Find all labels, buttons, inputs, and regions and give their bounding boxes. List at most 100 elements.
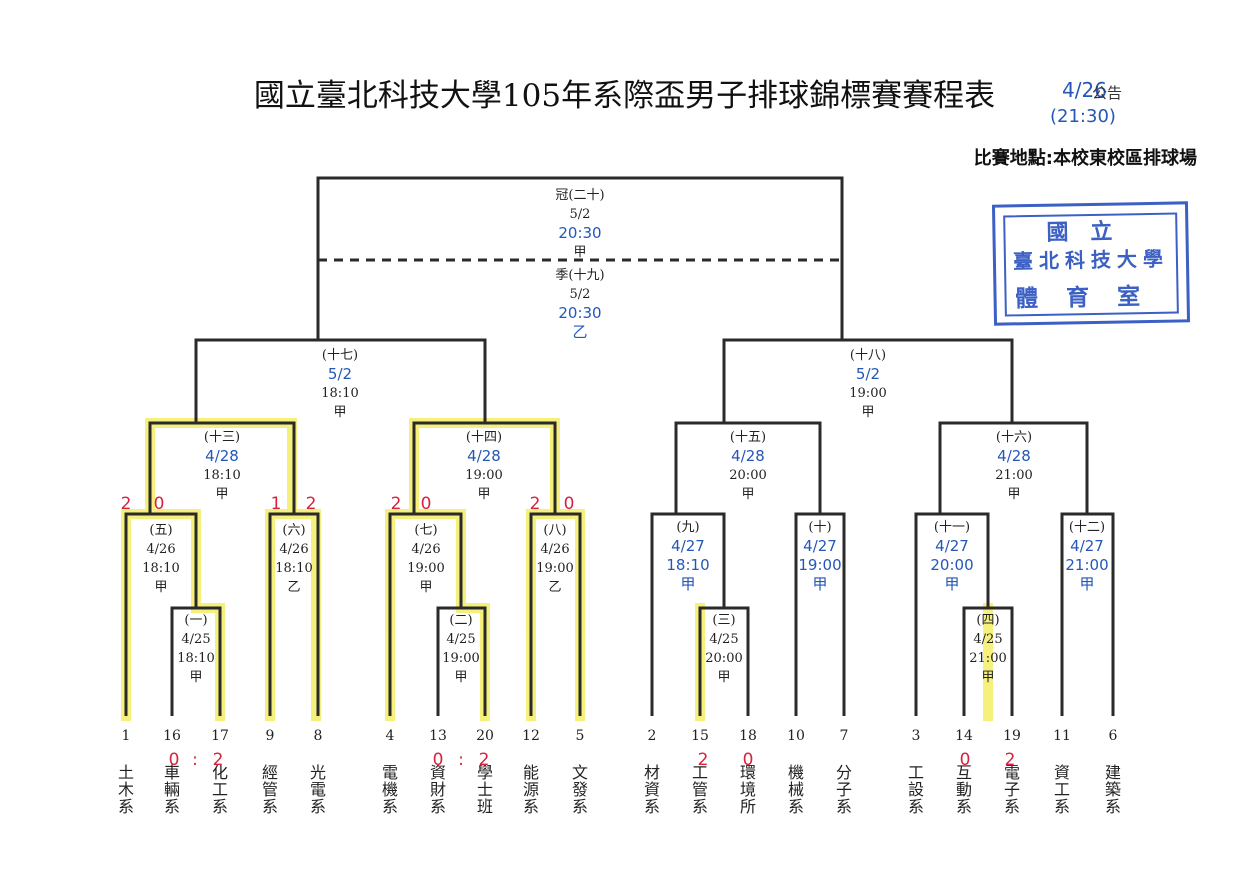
team-seed: 11 (1053, 728, 1071, 744)
match-time: 19:00 (407, 561, 445, 576)
match-time: 20:00 (930, 556, 974, 574)
match-number: (四) (976, 613, 1000, 628)
score-mark: 1 (270, 494, 282, 514)
match-date: 4/27 (1070, 537, 1104, 555)
match-date: 4/26 (279, 542, 309, 557)
team-name: 建築系 (1102, 764, 1121, 815)
team-seed: 9 (265, 728, 275, 744)
match-court: 甲 (861, 405, 875, 420)
match-court: 甲 (573, 245, 587, 260)
match-time: 18:10 (142, 561, 180, 576)
score-mark: 0 (432, 750, 444, 770)
team-name: 資財系 (427, 764, 446, 815)
match-17: (十七) 5/2 18:10 甲 (321, 346, 358, 422)
match-date: 4/25 (973, 632, 1003, 647)
match-date: 4/26 (146, 542, 176, 557)
match-court: 甲 (680, 575, 696, 593)
score-mark: 2 (697, 750, 709, 770)
match-time: 19:00 (798, 556, 842, 574)
team-seed: 16 (163, 728, 181, 744)
match-4: (四) 4/25 21:00 甲 (969, 611, 1006, 687)
team-seed: 2 (647, 728, 657, 744)
match-time: 20:30 (558, 224, 602, 242)
match-court: 甲 (944, 575, 960, 593)
match-date: 4/27 (671, 537, 705, 555)
team-name: 文發系 (569, 764, 588, 815)
match-date: 5/2 (569, 287, 591, 302)
team-seed: 12 (522, 728, 540, 744)
match-number: (十五) (729, 430, 767, 445)
team-name: 車輛系 (161, 764, 180, 815)
match-court: 甲 (981, 670, 995, 685)
announce-label: 公告 (1092, 84, 1123, 102)
team-seed: 20 (476, 728, 494, 744)
team-seed: 15 (691, 728, 709, 744)
score-mark: 2 (120, 494, 132, 514)
bracket-line-11 (914, 512, 990, 716)
match-court: 甲 (215, 487, 229, 502)
match-court: 乙 (548, 580, 562, 595)
team-seed: 14 (955, 728, 973, 744)
match-date: 4/28 (205, 447, 239, 465)
team-name: 化工系 (209, 764, 228, 815)
team-seed: 5 (575, 728, 585, 744)
team-name: 資工系 (1051, 764, 1070, 815)
team-name: 材資系 (641, 764, 660, 815)
bracket-line-18 (722, 338, 1014, 423)
match-court: 甲 (812, 575, 828, 593)
bracket-line-5 (124, 512, 198, 716)
match-number: 季(十九) (555, 268, 605, 283)
match-date: 4/28 (731, 447, 765, 465)
match-time: 18:10 (321, 386, 359, 401)
match-date: 5/2 (855, 365, 881, 383)
match-date: 5/2 (327, 365, 353, 383)
match-court: 乙 (572, 323, 588, 341)
match-time: 18:10 (666, 556, 710, 574)
match-time: 20:30 (558, 304, 602, 322)
score-mark: 2 (212, 750, 224, 770)
score-mark: : (458, 750, 464, 770)
team-name: 工管系 (689, 764, 708, 815)
team-name: 互動系 (953, 764, 972, 815)
score-mark: 0 (959, 750, 971, 770)
match-number: (一) (184, 613, 208, 628)
match-number: 冠(二十) (555, 188, 605, 203)
seal-line-3: 體育室 (1014, 282, 1169, 313)
match-number: (八) (543, 523, 567, 538)
team-name: 電子系 (1001, 764, 1020, 815)
match-time: 18:10 (203, 468, 241, 483)
team-seed: 7 (839, 728, 849, 744)
match-number: (十) (808, 520, 832, 535)
announce-time: (21:30) (1050, 106, 1116, 127)
match-number: (六) (282, 523, 306, 538)
match-court: 甲 (1007, 487, 1021, 502)
team-seed: 1 (121, 728, 131, 744)
match-number: (十六) (995, 430, 1033, 445)
bracket-line-17 (194, 338, 487, 423)
match-court: 甲 (454, 670, 468, 685)
match-number: (十七) (321, 348, 359, 363)
match-court: 甲 (333, 405, 347, 420)
match-time: 21:00 (995, 468, 1033, 483)
match-time: 19:00 (536, 561, 574, 576)
match-time: 21:00 (1065, 556, 1109, 574)
match-time: 19:00 (465, 468, 503, 483)
match-time: 21:00 (969, 651, 1007, 666)
score-mark: 0 (563, 494, 575, 514)
match-court: 甲 (717, 670, 731, 685)
team-seed: 18 (739, 728, 757, 744)
score-mark: 0 (153, 494, 165, 514)
match-date: 4/27 (803, 537, 837, 555)
bracket-line-15 (674, 421, 822, 514)
match-court: 甲 (1079, 575, 1095, 593)
match-date: 4/27 (935, 537, 969, 555)
team-name: 光電系 (307, 764, 326, 815)
